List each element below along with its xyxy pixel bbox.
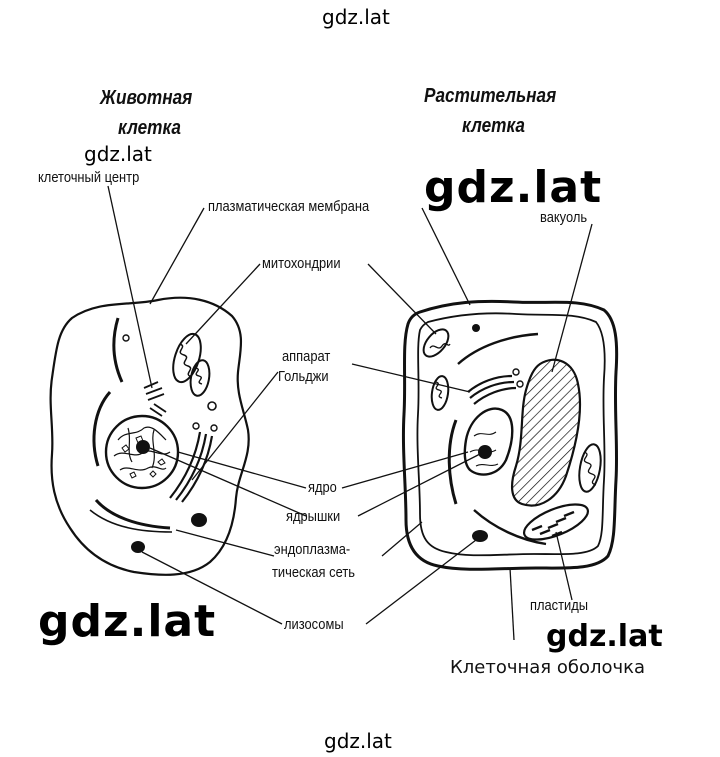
plant-cell-wall-outer — [401, 299, 619, 571]
animal-vesicle-2 — [122, 334, 130, 342]
animal-er-1 — [112, 317, 124, 383]
label-nucleus: ядро — [308, 479, 337, 496]
plant-body-1 — [472, 324, 480, 332]
animal-lysosome-2 — [131, 541, 145, 553]
animal-cell — [49, 296, 250, 576]
animal-nucleolus — [136, 440, 150, 454]
plant-er-1 — [457, 332, 539, 365]
label-plastids: пластиды — [530, 597, 589, 614]
animal-cell-membrane — [49, 296, 250, 576]
plant-nucleolus — [478, 445, 492, 459]
watermark-bottom: gdz.lat — [324, 729, 392, 753]
label-golgi-line1: аппарат — [282, 348, 331, 365]
plant-plastid — [523, 503, 589, 541]
plant-golgi — [467, 368, 524, 405]
label-er-line2: тическая сеть — [272, 564, 355, 581]
label-er-line1: эндоплазма- — [274, 541, 351, 558]
animal-title-line2: клетка — [118, 117, 181, 139]
label-lysosomes: лизосомы — [284, 616, 344, 633]
plant-cell-membrane — [416, 312, 606, 557]
label-mitochondria: митохондрии — [262, 255, 341, 272]
animal-er-4 — [89, 509, 173, 533]
plant-title-line1: Растительная — [424, 85, 557, 107]
animal-cell-center — [143, 381, 167, 417]
plant-title-line2: клетка — [462, 115, 525, 137]
plant-er-2 — [447, 419, 458, 505]
label-cell-center: клеточный центр — [38, 169, 140, 186]
plant-cell — [401, 299, 619, 571]
watermark-left-big: gdz.lat — [38, 596, 217, 647]
watermark-left-small: gdz.lat — [84, 142, 152, 166]
watermark-top: gdz.lat — [322, 5, 390, 29]
label-golgi-line2: Гольджи — [278, 368, 329, 385]
animal-er-3 — [94, 498, 171, 530]
label-plasma-membrane: плазматическая мембрана — [208, 198, 370, 215]
leader-lines — [107, 185, 593, 641]
watermark-right-big: gdz.lat — [424, 162, 603, 213]
label-nucleoli: ядрышки — [286, 508, 341, 525]
plant-er-3 — [473, 509, 547, 546]
animal-er-2 — [92, 391, 112, 467]
plant-lysosome — [472, 530, 488, 542]
animal-vesicle-1 — [207, 401, 217, 411]
animal-title-line1: Животная — [100, 87, 193, 109]
animal-nucleus — [104, 414, 180, 490]
animal-lysosome-1 — [191, 513, 207, 527]
label-vacuole: вакуоль — [540, 209, 588, 226]
plant-vacuole — [510, 358, 582, 507]
watermark-right-mid: gdz.lat — [546, 619, 663, 654]
caption-cell-wall: Клеточная оболочка — [450, 657, 646, 678]
plant-nucleus — [463, 407, 514, 476]
